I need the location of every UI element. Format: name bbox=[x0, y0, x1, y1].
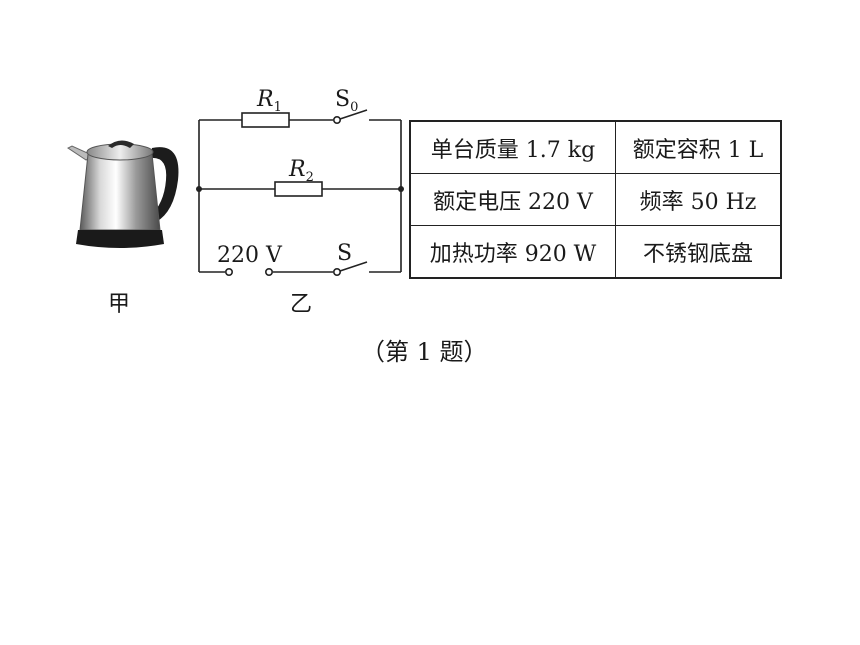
switch-s-label: S bbox=[337, 241, 352, 266]
junction-right bbox=[398, 186, 404, 192]
switch-s0 bbox=[339, 109, 368, 120]
table-cell: 额定容积 1 L bbox=[615, 120, 782, 174]
voltage-label: 220 V bbox=[217, 243, 283, 268]
spec-table: 单台质量 1.7 kg 额定容积 1 L 额定电压 220 V 频率 50 Hz… bbox=[409, 120, 782, 279]
table-cell: 不锈钢底盘 bbox=[615, 225, 782, 279]
supply-terminal-left bbox=[224, 268, 233, 277]
table-cell: 额定电压 220 V bbox=[409, 173, 616, 226]
kettle-image bbox=[67, 140, 179, 248]
question-caption: （第 1 题） bbox=[361, 338, 488, 366]
junction-left bbox=[196, 186, 202, 192]
table-cell: 单台质量 1.7 kg bbox=[409, 120, 616, 174]
supply-terminal-right bbox=[265, 268, 274, 277]
table-row: 额定电压 220 V 频率 50 Hz bbox=[409, 173, 782, 226]
resistor-r1 bbox=[241, 112, 290, 128]
s0-label: S0 bbox=[335, 87, 358, 115]
r2-label: R2 bbox=[288, 157, 314, 185]
circuit-diagram: R1 S0 R2 220 V S bbox=[196, 87, 404, 277]
circuit-caption: 乙 bbox=[290, 292, 313, 317]
switch-s bbox=[339, 261, 368, 272]
resistor-r2 bbox=[274, 181, 323, 197]
table-cell: 加热功率 920 W bbox=[409, 225, 616, 279]
table-cell: 频率 50 Hz bbox=[615, 173, 782, 226]
r1-label: R1 bbox=[256, 87, 282, 115]
table-row: 加热功率 920 W 不锈钢底盘 bbox=[409, 225, 782, 279]
table-row: 单台质量 1.7 kg 额定容积 1 L bbox=[409, 120, 782, 174]
kettle-caption: 甲 bbox=[108, 292, 131, 317]
